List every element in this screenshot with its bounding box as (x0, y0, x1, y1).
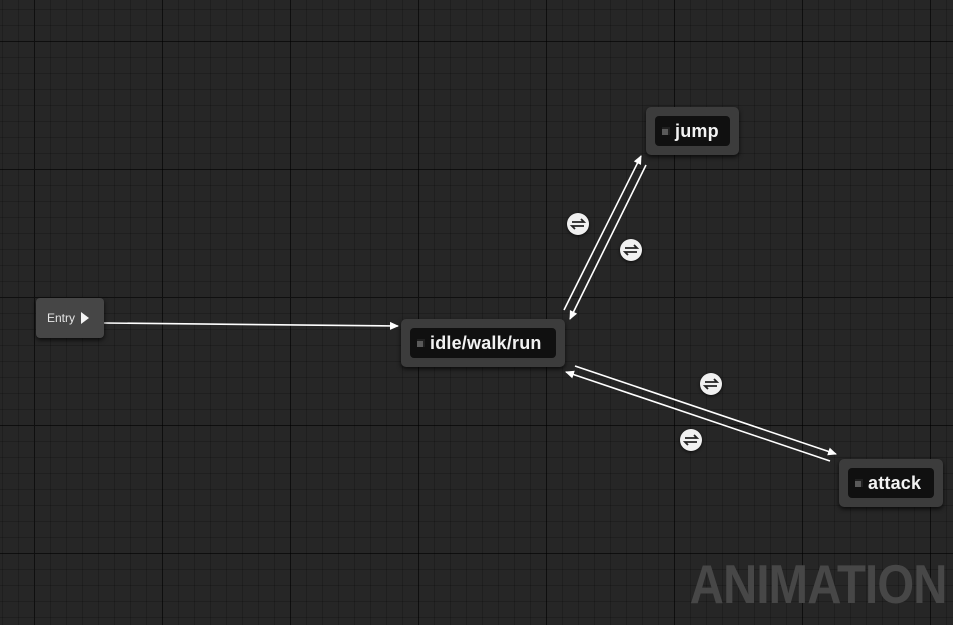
transition-rule-icon-jump-to-idle[interactable] (620, 239, 642, 261)
transition-rule-icon-idle-to-attack[interactable] (700, 373, 722, 395)
state-icon (662, 127, 670, 135)
state-node-body: jump (655, 116, 730, 146)
state-node-body: idle/walk/run (410, 328, 556, 358)
state-icon (417, 339, 425, 347)
transition-rule-icon-attack-to-idle[interactable] (680, 429, 702, 451)
state-node-idle[interactable]: idle/walk/run (401, 319, 565, 367)
wire-idle-to-attack[interactable] (574, 365, 837, 456)
wire-jump-to-idle[interactable] (569, 164, 647, 320)
state-node-body: attack (848, 468, 934, 498)
state-node-attack[interactable]: attack (839, 459, 943, 507)
state-label: jump (675, 120, 719, 141)
state-icon (855, 479, 863, 487)
entry-label: Entry (47, 311, 76, 325)
state-label: attack (868, 472, 922, 493)
wire-attack-to-idle[interactable] (565, 370, 831, 462)
transition-rule-icon-idle-to-jump[interactable] (567, 213, 589, 235)
state-label: idle/walk/run (430, 332, 542, 353)
entry-output-pin-icon[interactable] (81, 312, 90, 324)
entry-node[interactable]: Entry (36, 298, 104, 338)
state-node-jump[interactable]: jump (646, 107, 739, 155)
wire-idle-to-jump[interactable] (563, 155, 642, 311)
wire-entry-to-idle[interactable] (103, 321, 399, 330)
graph-type-watermark: ANIMATION (690, 553, 948, 615)
